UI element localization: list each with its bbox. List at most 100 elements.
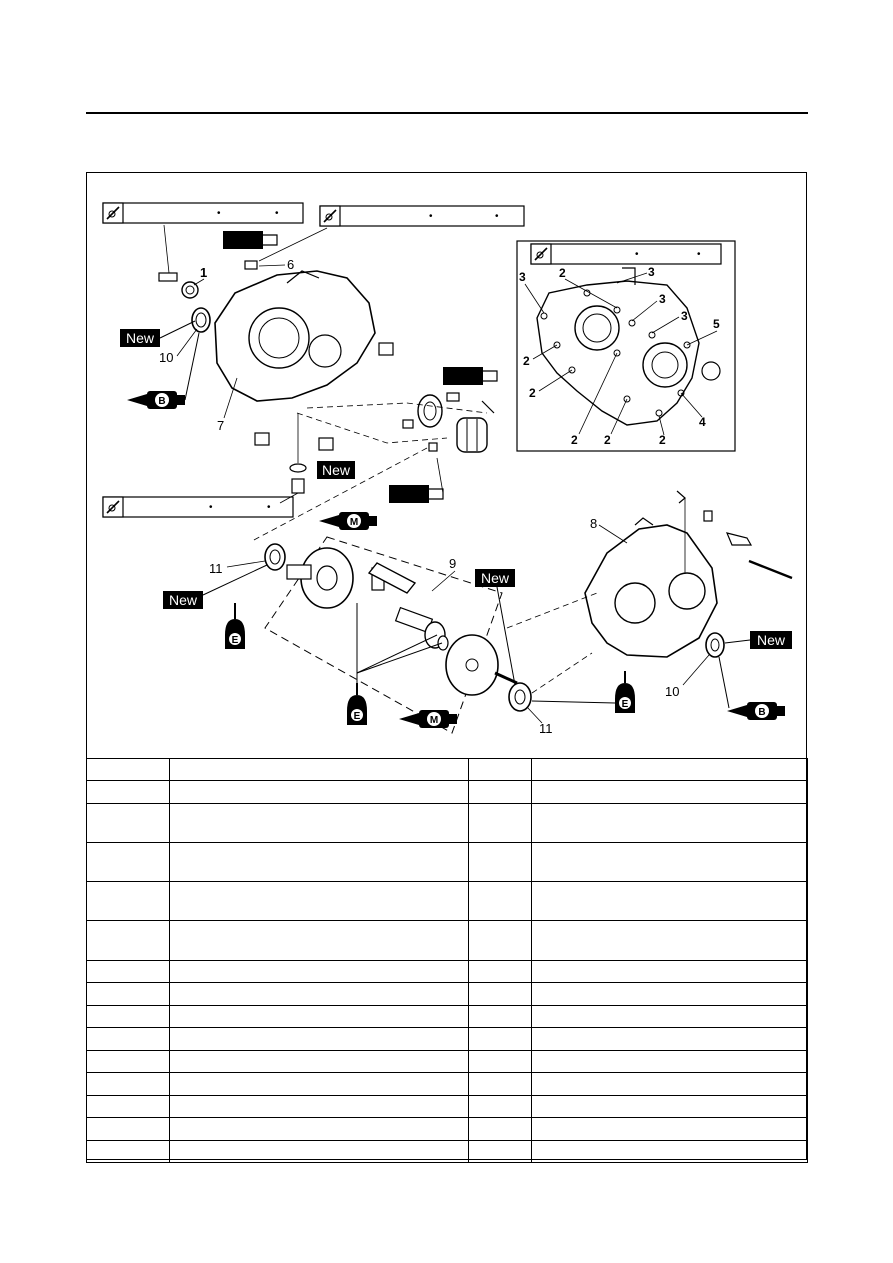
new-badge: New [475, 569, 516, 686]
thread-lock-tube-icon [443, 367, 498, 385]
table-row [86, 982, 808, 1006]
table-cell [468, 1140, 532, 1163]
table-cell [531, 960, 808, 983]
table-cell [531, 1072, 808, 1096]
molybdenum-m-icon: M [319, 512, 377, 530]
table-row [86, 1140, 808, 1163]
screw-6 [244, 227, 328, 270]
table-cell [531, 803, 808, 843]
grease-b-icon: B [718, 656, 785, 720]
wrench-icon [534, 247, 548, 261]
new-badge: New [163, 564, 268, 609]
oil-seal-left [191, 307, 211, 333]
table-cell [531, 1095, 808, 1118]
svg-text:B: B [758, 707, 765, 718]
new-badge: New [317, 461, 355, 479]
callout-2: 2 [523, 354, 530, 368]
table-cell [169, 1005, 469, 1028]
svg-text:New: New [169, 592, 198, 608]
new-badge: New [120, 320, 196, 347]
callout-7: 7 [217, 418, 224, 433]
engine-oil-e-icon: E [531, 671, 635, 713]
torque-spec-box-1: • • [102, 202, 304, 224]
table-cell [531, 1005, 808, 1028]
crankshaft-assembly [264, 536, 518, 734]
table-cell [86, 1050, 170, 1073]
table-cell [86, 920, 170, 961]
svg-text:New: New [481, 570, 510, 586]
table-cell [531, 1050, 808, 1073]
new-badge: New [724, 631, 792, 649]
torque-dot: • [275, 208, 279, 219]
thread-lock-tube-icon [389, 457, 444, 503]
table-cell [169, 982, 469, 1006]
table-cell [531, 920, 808, 961]
torque-dot: • [635, 249, 639, 260]
svg-text:M: M [430, 715, 438, 726]
table-cell [169, 1095, 469, 1118]
callout-11: 11 [539, 721, 553, 736]
bearing-right [417, 394, 443, 428]
table-row [86, 1005, 808, 1028]
callout-3: 3 [681, 309, 688, 323]
table-cell [169, 842, 469, 882]
table-cell [86, 803, 170, 843]
svg-text:E: E [622, 699, 629, 710]
table-cell [468, 1005, 532, 1028]
table-cell [468, 1072, 532, 1096]
engine-oil-e-icon: E [347, 603, 443, 725]
callout-9: 9 [449, 556, 456, 571]
svg-text:E: E [354, 711, 361, 722]
table-cell [531, 982, 808, 1006]
oil-seal-right [705, 632, 725, 658]
table-cell [86, 1005, 170, 1028]
table-cell [468, 1117, 532, 1141]
table-cell [86, 780, 170, 804]
grease-b-icon: B [127, 332, 200, 409]
callout-3: 3 [648, 265, 655, 279]
table-cell [468, 982, 532, 1006]
torque-dot: • [697, 249, 701, 260]
table-cell [86, 960, 170, 983]
svg-text:New: New [126, 330, 155, 346]
table-cell [468, 881, 532, 921]
table-cell [169, 881, 469, 921]
callout-3: 3 [659, 292, 666, 306]
table-cell [468, 758, 532, 781]
callout-2: 2 [571, 433, 578, 447]
table-cell [468, 920, 532, 961]
callout-8: 8 [590, 516, 597, 531]
table-cell [86, 1140, 170, 1163]
molybdenum-m-icon: M [399, 710, 457, 728]
svg-text:New: New [757, 632, 786, 648]
callout-11: 11 [209, 561, 223, 576]
table-cell [169, 1117, 469, 1141]
parts-table-body [86, 758, 808, 1163]
table-cell [86, 1072, 170, 1096]
table-cell [169, 1072, 469, 1096]
callout-2: 2 [529, 386, 536, 400]
table-row [86, 1027, 808, 1051]
table-cell [468, 1050, 532, 1073]
table-cell [468, 1095, 532, 1118]
shift-drum-assembly [402, 392, 495, 453]
table-row [86, 758, 808, 781]
table-cell [169, 1027, 469, 1051]
callout-3: 3 [519, 270, 526, 284]
table-cell [531, 1117, 808, 1141]
table-cell [86, 842, 170, 882]
right-crankcase [584, 490, 793, 658]
table-cell [86, 1027, 170, 1051]
dowel-pins [254, 342, 394, 451]
bolt-pattern-inset: • • 3 2 3 3 3 5 2 2 2 2 [516, 240, 736, 452]
thread-lock-tube-icon [223, 231, 278, 249]
table-cell [169, 920, 469, 961]
parts-table [86, 758, 808, 1163]
svg-text:M: M [350, 517, 358, 528]
drain-bolt [279, 413, 307, 504]
table-cell [86, 1095, 170, 1118]
table-cell [169, 758, 469, 781]
header-rule [86, 112, 808, 114]
exploded-view-frame: • • • • • • [86, 172, 808, 1163]
table-cell [531, 842, 808, 882]
